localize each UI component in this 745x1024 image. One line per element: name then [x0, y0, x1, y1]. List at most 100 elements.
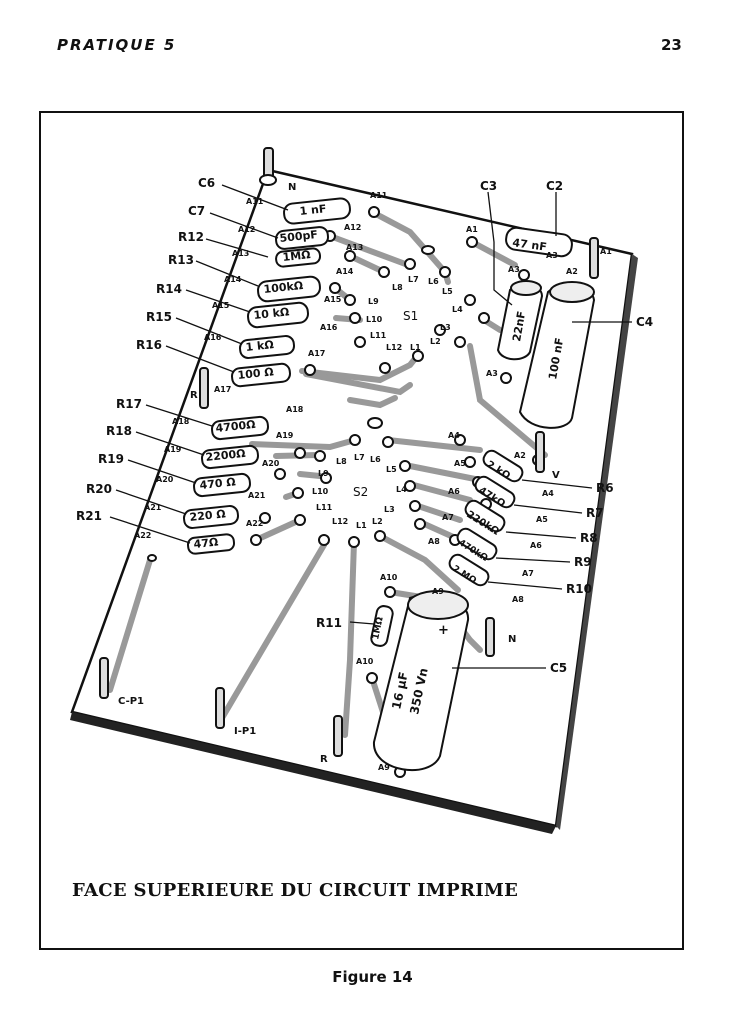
capacitor-c4 [518, 281, 596, 429]
value-c6: 1 nF [299, 202, 327, 218]
label-r20: R20 [86, 482, 112, 496]
label-r13: R13 [168, 253, 194, 267]
label-r6: R6 [596, 481, 614, 495]
pad-label: A5 [536, 515, 548, 524]
value-r16: 100 Ω [237, 365, 275, 382]
value-r17: 4700Ω [215, 418, 257, 435]
terminal-n-top: N [288, 182, 296, 193]
label-r10: R10 [566, 582, 592, 596]
pad-label: L5 [386, 465, 397, 474]
pad-label: A17 [308, 349, 325, 358]
switch-s2: S2 [353, 485, 368, 499]
pad-label: A5 [454, 459, 466, 468]
pad-label: L6 [370, 455, 381, 464]
value-r13: 100kΩ [263, 279, 304, 296]
pad-label: A15 [324, 295, 342, 304]
value-r20: 220 Ω [189, 507, 227, 524]
pad-label: L11 [316, 503, 333, 512]
switch-labels: S1 S2 [353, 309, 418, 499]
value-r21: 47Ω [193, 535, 220, 551]
pad-label: A6 [530, 541, 542, 550]
pad-label: A17 [214, 385, 231, 394]
pad-label: A4 [448, 431, 460, 440]
pad-label: A18 [286, 405, 304, 414]
terminal-r-left: R [190, 390, 198, 401]
pad-label: A18 [172, 417, 190, 426]
pad-label: A22 [134, 531, 151, 540]
pad-label: L8 [392, 283, 403, 292]
pad-label: A4 [542, 489, 554, 498]
pad-label: L2 [372, 517, 383, 526]
pad-label: A22 [246, 519, 263, 528]
label-r12: R12 [178, 230, 204, 244]
pad-label: L10 [366, 315, 383, 324]
pcb-board-side [556, 254, 638, 830]
pad-label: L8 [336, 457, 347, 466]
resistor-bodies [182, 197, 573, 647]
callout-labels: C6 C7 R12 R13 R14 R15 R16 R17 R18 R19 R2… [76, 176, 653, 675]
pad-label: A1 [466, 225, 478, 234]
label-c4: C4 [636, 315, 653, 329]
terminals [99, 147, 599, 757]
pad-label: L7 [354, 453, 365, 462]
pad-label: A1 [600, 247, 612, 256]
pad-label: A16 [320, 323, 338, 332]
pad-label: A2 [514, 451, 526, 460]
value-r11: 1MΩ [371, 616, 386, 641]
pad-labels: A11 A11 A12 A12 A13 A13 A14 A14 A15 A15 … [134, 191, 612, 772]
label-r15: R15 [146, 310, 172, 324]
label-r16: R16 [136, 338, 162, 352]
label-r11: R11 [316, 616, 342, 630]
capacitor-c5 [372, 590, 470, 771]
pad-label: A13 [232, 249, 249, 258]
pad-label: L10 [312, 487, 329, 496]
pad-label: A2 [566, 267, 578, 276]
label-r19: R19 [98, 452, 124, 466]
label-r8: R8 [580, 531, 598, 545]
pad-label: L9 [318, 469, 329, 478]
leader-lines [109, 184, 632, 669]
pad-label: L1 [356, 521, 367, 530]
page-number: 23 [661, 36, 682, 54]
pad-label: L5 [442, 287, 453, 296]
pad-label: A15 [212, 301, 230, 310]
figure-frame [39, 111, 684, 950]
pad-label: A10 [356, 657, 374, 666]
value-c2: 47 nF [512, 236, 548, 254]
value-r14: 10 kΩ [253, 305, 291, 322]
terminal-c-p1: C-P1 [118, 696, 144, 707]
value-r15: 1 kΩ [245, 338, 275, 354]
pad-label: L3 [440, 323, 451, 332]
pad-label: L4 [396, 485, 407, 494]
pad-label: A10 [380, 573, 398, 582]
pad-label: L7 [408, 275, 419, 284]
label-r18: R18 [106, 424, 132, 438]
label-c6: C6 [198, 176, 215, 190]
pad-label: A19 [164, 445, 182, 454]
pad-label: A12 [238, 225, 255, 234]
pad-label: A3 [546, 251, 558, 260]
label-c7: C7 [188, 204, 205, 218]
pad-label: L6 [428, 277, 439, 286]
terminal-v: V [552, 470, 560, 481]
pad-label: A21 [144, 503, 162, 512]
figure-caption: FACE SUPERIEURE DU CIRCUIT IMPRIME [72, 880, 519, 901]
label-r21: R21 [76, 509, 102, 523]
label-r9: R9 [574, 555, 592, 569]
pad-label: A3 [486, 369, 498, 378]
terminal-labels: N R V N C-P1 I-P1 R [118, 182, 560, 765]
value-c5-polarity: + [438, 623, 449, 638]
pcb-board-edge [70, 712, 556, 834]
pad-label: A11 [246, 197, 264, 206]
pad-label: L9 [368, 297, 379, 306]
label-r7: R7 [586, 506, 604, 520]
pad-label: A6 [448, 487, 460, 496]
pad-label: L12 [386, 343, 402, 352]
pad-label: A8 [428, 537, 440, 546]
label-c3: C3 [480, 179, 497, 193]
pad-label: A3 [508, 265, 520, 274]
pad-label: L2 [430, 337, 441, 346]
label-r14: R14 [156, 282, 182, 296]
pad-label: A9 [432, 587, 444, 596]
